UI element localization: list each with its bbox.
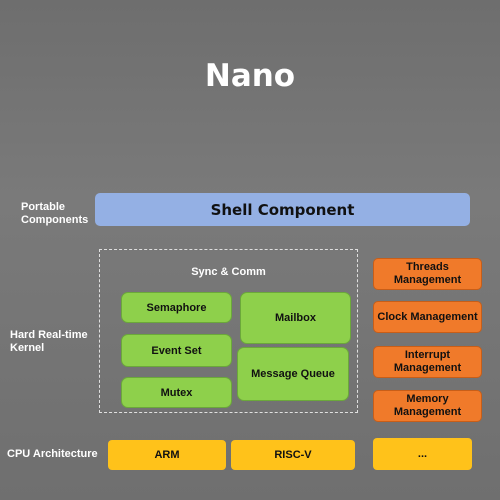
mailbox-box: Mailbox	[240, 292, 351, 344]
shell-component-box: Shell Component	[95, 193, 470, 226]
sync-comm-title: Sync & Comm	[191, 266, 266, 278]
message-queue-box: Message Queue	[237, 347, 349, 401]
kernel-label: Hard Real-time Kernel	[10, 329, 88, 354]
clock-management-box: Clock Management	[373, 301, 482, 333]
more-architectures-box: ...	[373, 438, 472, 470]
riscv-box: RISC-V	[231, 440, 355, 470]
memory-management-box: Memory Management	[373, 390, 482, 422]
event-set-box: Event Set	[121, 334, 232, 367]
threads-management-box: Threads Management	[373, 258, 482, 290]
mutex-box: Mutex	[121, 377, 232, 408]
portable-components-label: Portable Components	[21, 201, 89, 226]
diagram-title: Nano	[204, 58, 296, 94]
interrupt-management-box: Interrupt Management	[373, 346, 482, 378]
arm-box: ARM	[108, 440, 226, 470]
semaphore-box: Semaphore	[121, 292, 232, 323]
cpu-architecture-label: CPU Architecture	[7, 448, 98, 460]
sync-comm-group	[99, 249, 358, 413]
